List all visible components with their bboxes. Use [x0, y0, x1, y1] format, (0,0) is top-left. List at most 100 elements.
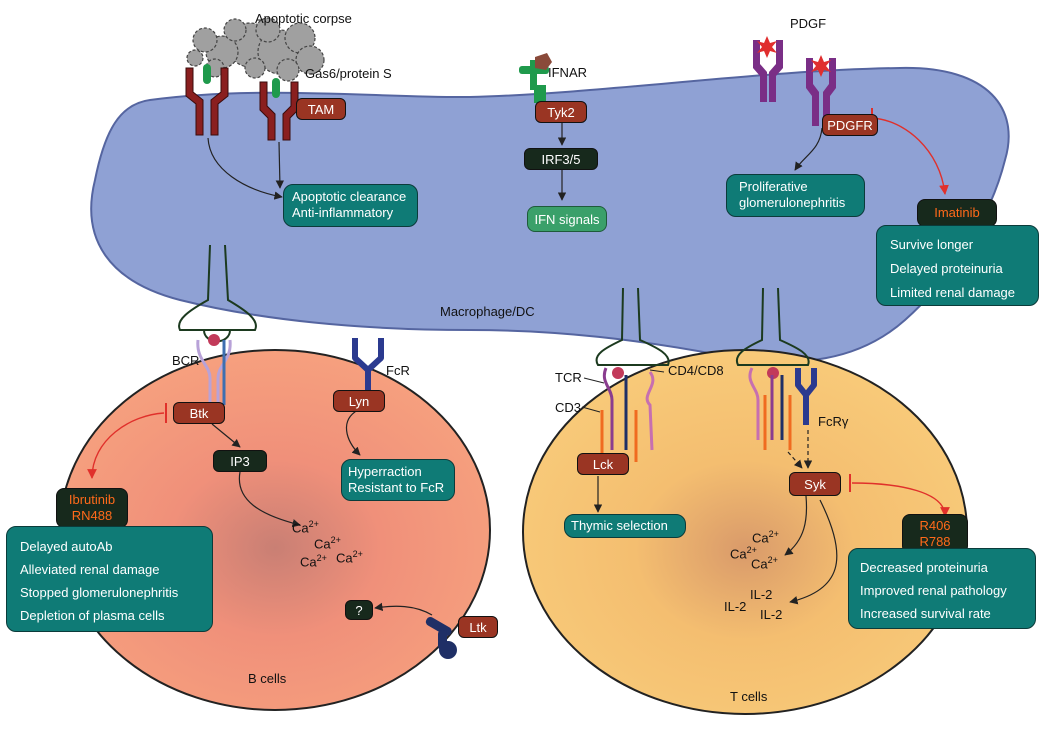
tam-receptor-left	[185, 67, 229, 136]
tag-pdgfr: PDGFR	[822, 114, 878, 136]
gas6-ligand-left	[203, 64, 211, 84]
box-ibrutinib-effects: Delayed autoAb Alleviated renal damage S…	[6, 526, 213, 632]
pdgf-receptor-right	[806, 58, 836, 126]
label-calcium-t-2: Ca2+	[730, 545, 757, 562]
pdgf-ligand-star-right	[811, 55, 831, 77]
label-fcrg: FcRγ	[818, 414, 849, 429]
tag-btk: Btk	[173, 402, 225, 424]
label-t-cells: T cells	[730, 689, 768, 704]
box-r406-effects: Decreased proteinuria Improved renal pat…	[848, 548, 1036, 629]
imatinib-effect-1: Survive longer	[890, 237, 974, 252]
imatinib-effect-3: Limited renal damage	[890, 285, 1016, 300]
pdgf-ligand-star-left	[757, 36, 777, 58]
ltk-receptor	[425, 616, 457, 659]
tag-tam: TAM	[296, 98, 346, 120]
label-calcium-b-2: Ca2+	[314, 535, 341, 552]
arrow-fcrg-to-syk-1	[787, 451, 803, 469]
arrow-btk-to-ip3	[211, 423, 241, 448]
box-apoptotic-line-1: Apoptotic clearance	[292, 189, 407, 204]
gas6-ligand-right	[272, 78, 280, 98]
label-il2-3: IL-2	[760, 607, 783, 622]
box-proliferative-line-2: glomerulonephritis	[739, 195, 846, 210]
ibrutinib-effect-2: Alleviated renal damage	[20, 562, 160, 577]
tag-syk: Syk	[789, 472, 841, 496]
tcr2-chain-a	[748, 367, 760, 440]
box-proliferative-line-1: Proliferative	[739, 179, 808, 194]
label-ifnar: IFNAR	[548, 65, 587, 80]
label-cd3: CD3	[555, 400, 582, 415]
drug-ibrutinib-label: Ibrutinib	[68, 491, 116, 507]
tag-ltk: Ltk	[458, 616, 498, 638]
drug-ibrutinib: Ibrutinib RN488	[56, 488, 128, 528]
tcr-mhc-2	[735, 287, 810, 366]
r406-effect-3: Increased survival rate	[860, 606, 991, 621]
imatinib-inhibition-line	[871, 117, 949, 195]
tag-ip3: IP3	[213, 450, 267, 472]
tcr-pointer	[583, 377, 605, 384]
cd3-pointer	[581, 406, 601, 413]
arrow-pdgfr-to-proliferative	[794, 127, 823, 171]
ibrutinib-effect-1: Delayed autoAb	[20, 539, 113, 554]
box-apoptotic-line-2: Anti-inflammatory	[292, 205, 394, 220]
arrow-syk-to-ca	[784, 495, 808, 556]
ibrutinib-effect-4: Depletion of plasma cells	[20, 608, 165, 623]
fcrg-receptor	[795, 368, 817, 425]
tag-ifn-signals: IFN signals	[527, 206, 607, 232]
drug-r788-label: R788	[919, 534, 951, 549]
r406-inhibition-line	[851, 482, 950, 517]
label-calcium-b-3: Ca2+	[300, 553, 327, 570]
tag-irf: IRF3/5	[524, 148, 598, 170]
label-cd4cd8: CD4/CD8	[668, 363, 724, 378]
tcr-antigen	[612, 367, 624, 379]
drug-rn488-label: RN488	[71, 508, 113, 523]
label-calcium-t-3: Ca2+	[751, 555, 778, 572]
drug-imatinib-label: Imatinib	[934, 204, 980, 220]
arrow-syk-to-il2	[789, 499, 838, 605]
drug-imatinib: Imatinib	[917, 199, 997, 227]
r406-effect-1: Decreased proteinuria	[860, 560, 988, 575]
r406-effect-2: Improved renal pathology	[860, 583, 1007, 598]
label-fcr: FcR	[386, 363, 410, 378]
label-pdgf: PDGF	[790, 16, 827, 31]
tcr-mhc	[595, 287, 670, 366]
label-apoptotic-corpse: Apoptotic corpse	[255, 11, 352, 26]
tcr-chain-a	[602, 367, 614, 450]
tag-question: ?	[345, 600, 373, 620]
drug-r406: R406 R788	[902, 514, 968, 554]
label-il2-1: IL-2	[750, 587, 773, 602]
box-thymic-selection: Thymic selection	[564, 514, 686, 538]
drug-r406-label: R406	[919, 517, 951, 533]
cd4-cd8-chain	[645, 371, 655, 451]
label-calcium-t-1: Ca2+	[752, 529, 779, 546]
label-tcr: TCR	[555, 370, 582, 385]
arrow-ip3-to-ca	[238, 471, 301, 528]
tag-lck: Lck	[577, 453, 629, 475]
box-hyperraction-line-1: Hyperraction	[348, 464, 422, 479]
tag-lyn: Lyn	[333, 390, 385, 412]
box-hyperraction-line-2: Resistant to FcR	[348, 480, 445, 495]
ibrutinib-effect-3: Stopped glomerulonephritis	[20, 585, 179, 600]
tcr-antigen-2	[767, 367, 779, 379]
tam-receptor-right	[259, 81, 299, 141]
pdgf-receptor-left	[753, 40, 783, 102]
label-gas6: Gas6/protein S	[305, 66, 392, 81]
box-thymic-line: Thymic selection	[571, 518, 668, 533]
imatinib-effect-2: Delayed proteinuria	[890, 261, 1003, 276]
box-proliferative: Proliferative glomerulonephritis	[726, 174, 865, 217]
fcr-receptor-b	[352, 338, 384, 395]
apoptotic-corpse-blobs	[186, 17, 325, 82]
box-hyperraction: Hyperraction Resistant to FcR	[341, 459, 455, 501]
box-apoptotic-clearance: Apoptotic clearance Anti-inflammatory	[283, 184, 418, 227]
cd4cd8-pointer	[649, 369, 665, 373]
label-macrophage: Macrophage/DC	[440, 304, 535, 319]
label-calcium-b-1: Ca2+	[292, 519, 319, 536]
arrow-tam-left-to-apoptotic	[207, 137, 283, 200]
bcr-antigen	[208, 334, 220, 346]
ibrutinib-inhibition-line	[87, 412, 165, 479]
tag-tyk2: Tyk2	[535, 101, 587, 123]
arrow-lyn-to-hyper	[346, 409, 361, 456]
ifnar-receptor	[519, 53, 552, 103]
box-imatinib-effects: Survive longer Delayed proteinuria Limit…	[876, 225, 1039, 306]
arrow-tam-right-to-apoptotic	[275, 141, 285, 189]
label-b-cells: B cells	[248, 671, 287, 686]
